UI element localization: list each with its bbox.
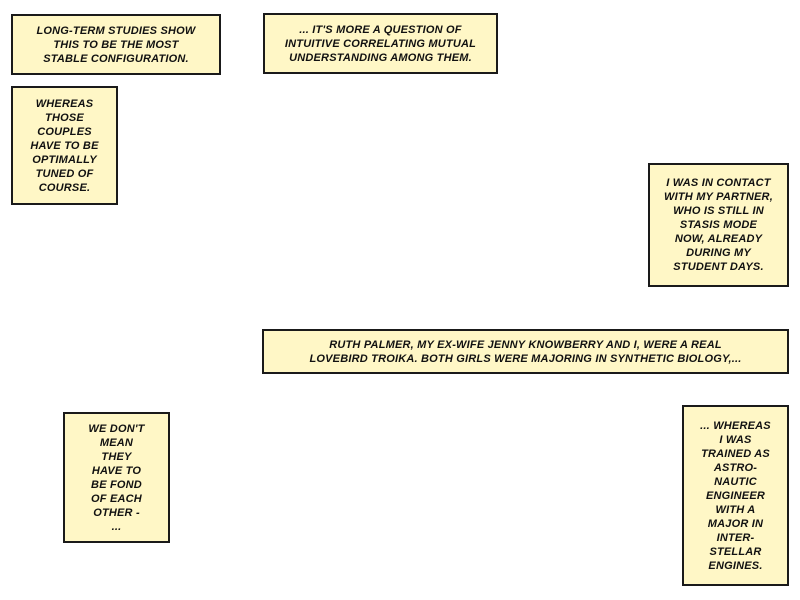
caption-line: LONG-TERM STUDIES SHOW <box>36 24 196 37</box>
caption-line: NAUTIC <box>714 475 757 488</box>
caption-line: MAJOR IN <box>707 517 764 530</box>
caption-line: STELLAR <box>709 545 762 558</box>
caption-line: LOVEBIRD TROIKA. BOTH GIRLS WERE MAJORIN… <box>309 352 742 365</box>
caption-line: MEAN <box>99 436 134 449</box>
caption-line: HAVE TO <box>91 464 142 477</box>
caption-line: STABLE CONFIGURATION. <box>43 52 189 65</box>
caption-line: OPTIMALLY <box>32 153 97 166</box>
caption-line: THIS TO BE THE MOST <box>53 38 179 51</box>
caption-line: THOSE <box>45 111 84 124</box>
caption-line: INTUITIVE CORRELATING MUTUAL <box>284 37 477 50</box>
caption-line: STASIS MODE <box>679 219 758 231</box>
caption-line: WE DON'T <box>88 422 145 435</box>
caption-line: COURSE. <box>38 181 91 194</box>
caption-line: HAVE TO BE <box>30 139 99 152</box>
caption-line: WHO IS STILL IN <box>673 205 764 217</box>
caption-line: OTHER - <box>93 506 140 519</box>
caption-line: WHEREAS <box>35 97 94 110</box>
caption-line: ... IT'S MORE A QUESTION OF <box>299 23 462 36</box>
caption-line: RUTH PALMER, MY EX-WIFE JENNY KNOWBERRY … <box>329 338 722 351</box>
caption-line: NOW, ALREADY <box>674 233 763 245</box>
caption-line: I WAS <box>719 433 752 446</box>
caption-line: TRAINED AS <box>701 447 770 460</box>
caption-line: WITH MY PARTNER, <box>664 191 773 203</box>
caption-box-lovebird-troika: RUTH PALMER, MY EX-WIFE JENNY KNOWBERRY … <box>262 329 789 374</box>
caption-line: ENGINEER <box>705 489 766 502</box>
caption-line: OF EACH <box>91 492 142 505</box>
caption-line: INTER- <box>716 531 755 544</box>
caption-line: STUDENT DAYS. <box>673 261 764 273</box>
caption-line: TUNED OF <box>35 167 94 180</box>
caption-line: UNDERSTANDING AMONG THEM. <box>289 51 472 64</box>
caption-line: ... <box>111 520 122 533</box>
caption-line: ASTRO- <box>713 461 758 474</box>
caption-line: DURING MY <box>686 247 751 259</box>
caption-line: ENGINES. <box>708 559 763 572</box>
caption-line: BE FOND <box>91 478 142 491</box>
caption-line: WITH A <box>715 503 756 516</box>
caption-line: COUPLES <box>37 125 92 138</box>
caption-line: ... WHEREAS <box>700 419 771 432</box>
caption-box-contact-with-partner: I WAS IN CONTACT WITH MY PARTNER, WHO IS S… <box>648 163 789 287</box>
caption-line: THEY <box>101 450 132 463</box>
caption-line: I WAS IN CONTACT <box>666 177 771 189</box>
